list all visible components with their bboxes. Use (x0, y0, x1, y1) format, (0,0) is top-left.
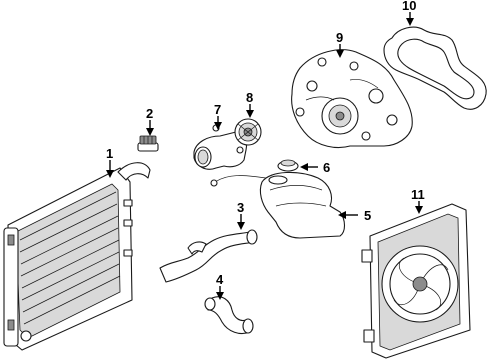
radiator-cap[interactable] (137, 135, 159, 152)
thermostat-housing[interactable] (193, 124, 248, 170)
thermostat[interactable] (234, 118, 262, 146)
callout-4: 4 (216, 272, 224, 287)
callout-7: 7 (214, 102, 221, 117)
upper-radiator-hose[interactable] (159, 229, 258, 283)
radiator[interactable] (3, 162, 151, 351)
callout-labels: 1 2 3 4 5 6 7 8 9 10 11 (106, 0, 425, 287)
lower-radiator-hose[interactable] (204, 296, 254, 335)
callout-1: 1 (106, 146, 113, 161)
callout-9: 9 (336, 30, 343, 45)
callout-8: 8 (246, 90, 253, 105)
callout-2: 2 (146, 106, 153, 121)
callout-5: 5 (364, 208, 371, 223)
callout-11: 11 (411, 187, 425, 202)
reservoir-cap[interactable] (277, 159, 299, 172)
water-pump-gasket[interactable] (383, 26, 487, 110)
callout-10: 10 (402, 0, 416, 13)
fan-shroud-assembly[interactable] (361, 203, 471, 359)
callout-3: 3 (237, 200, 244, 215)
callout-6: 6 (323, 160, 330, 175)
coolant-reservoir[interactable] (210, 171, 346, 239)
water-pump[interactable] (291, 49, 413, 149)
callout-arrows (106, 12, 423, 300)
